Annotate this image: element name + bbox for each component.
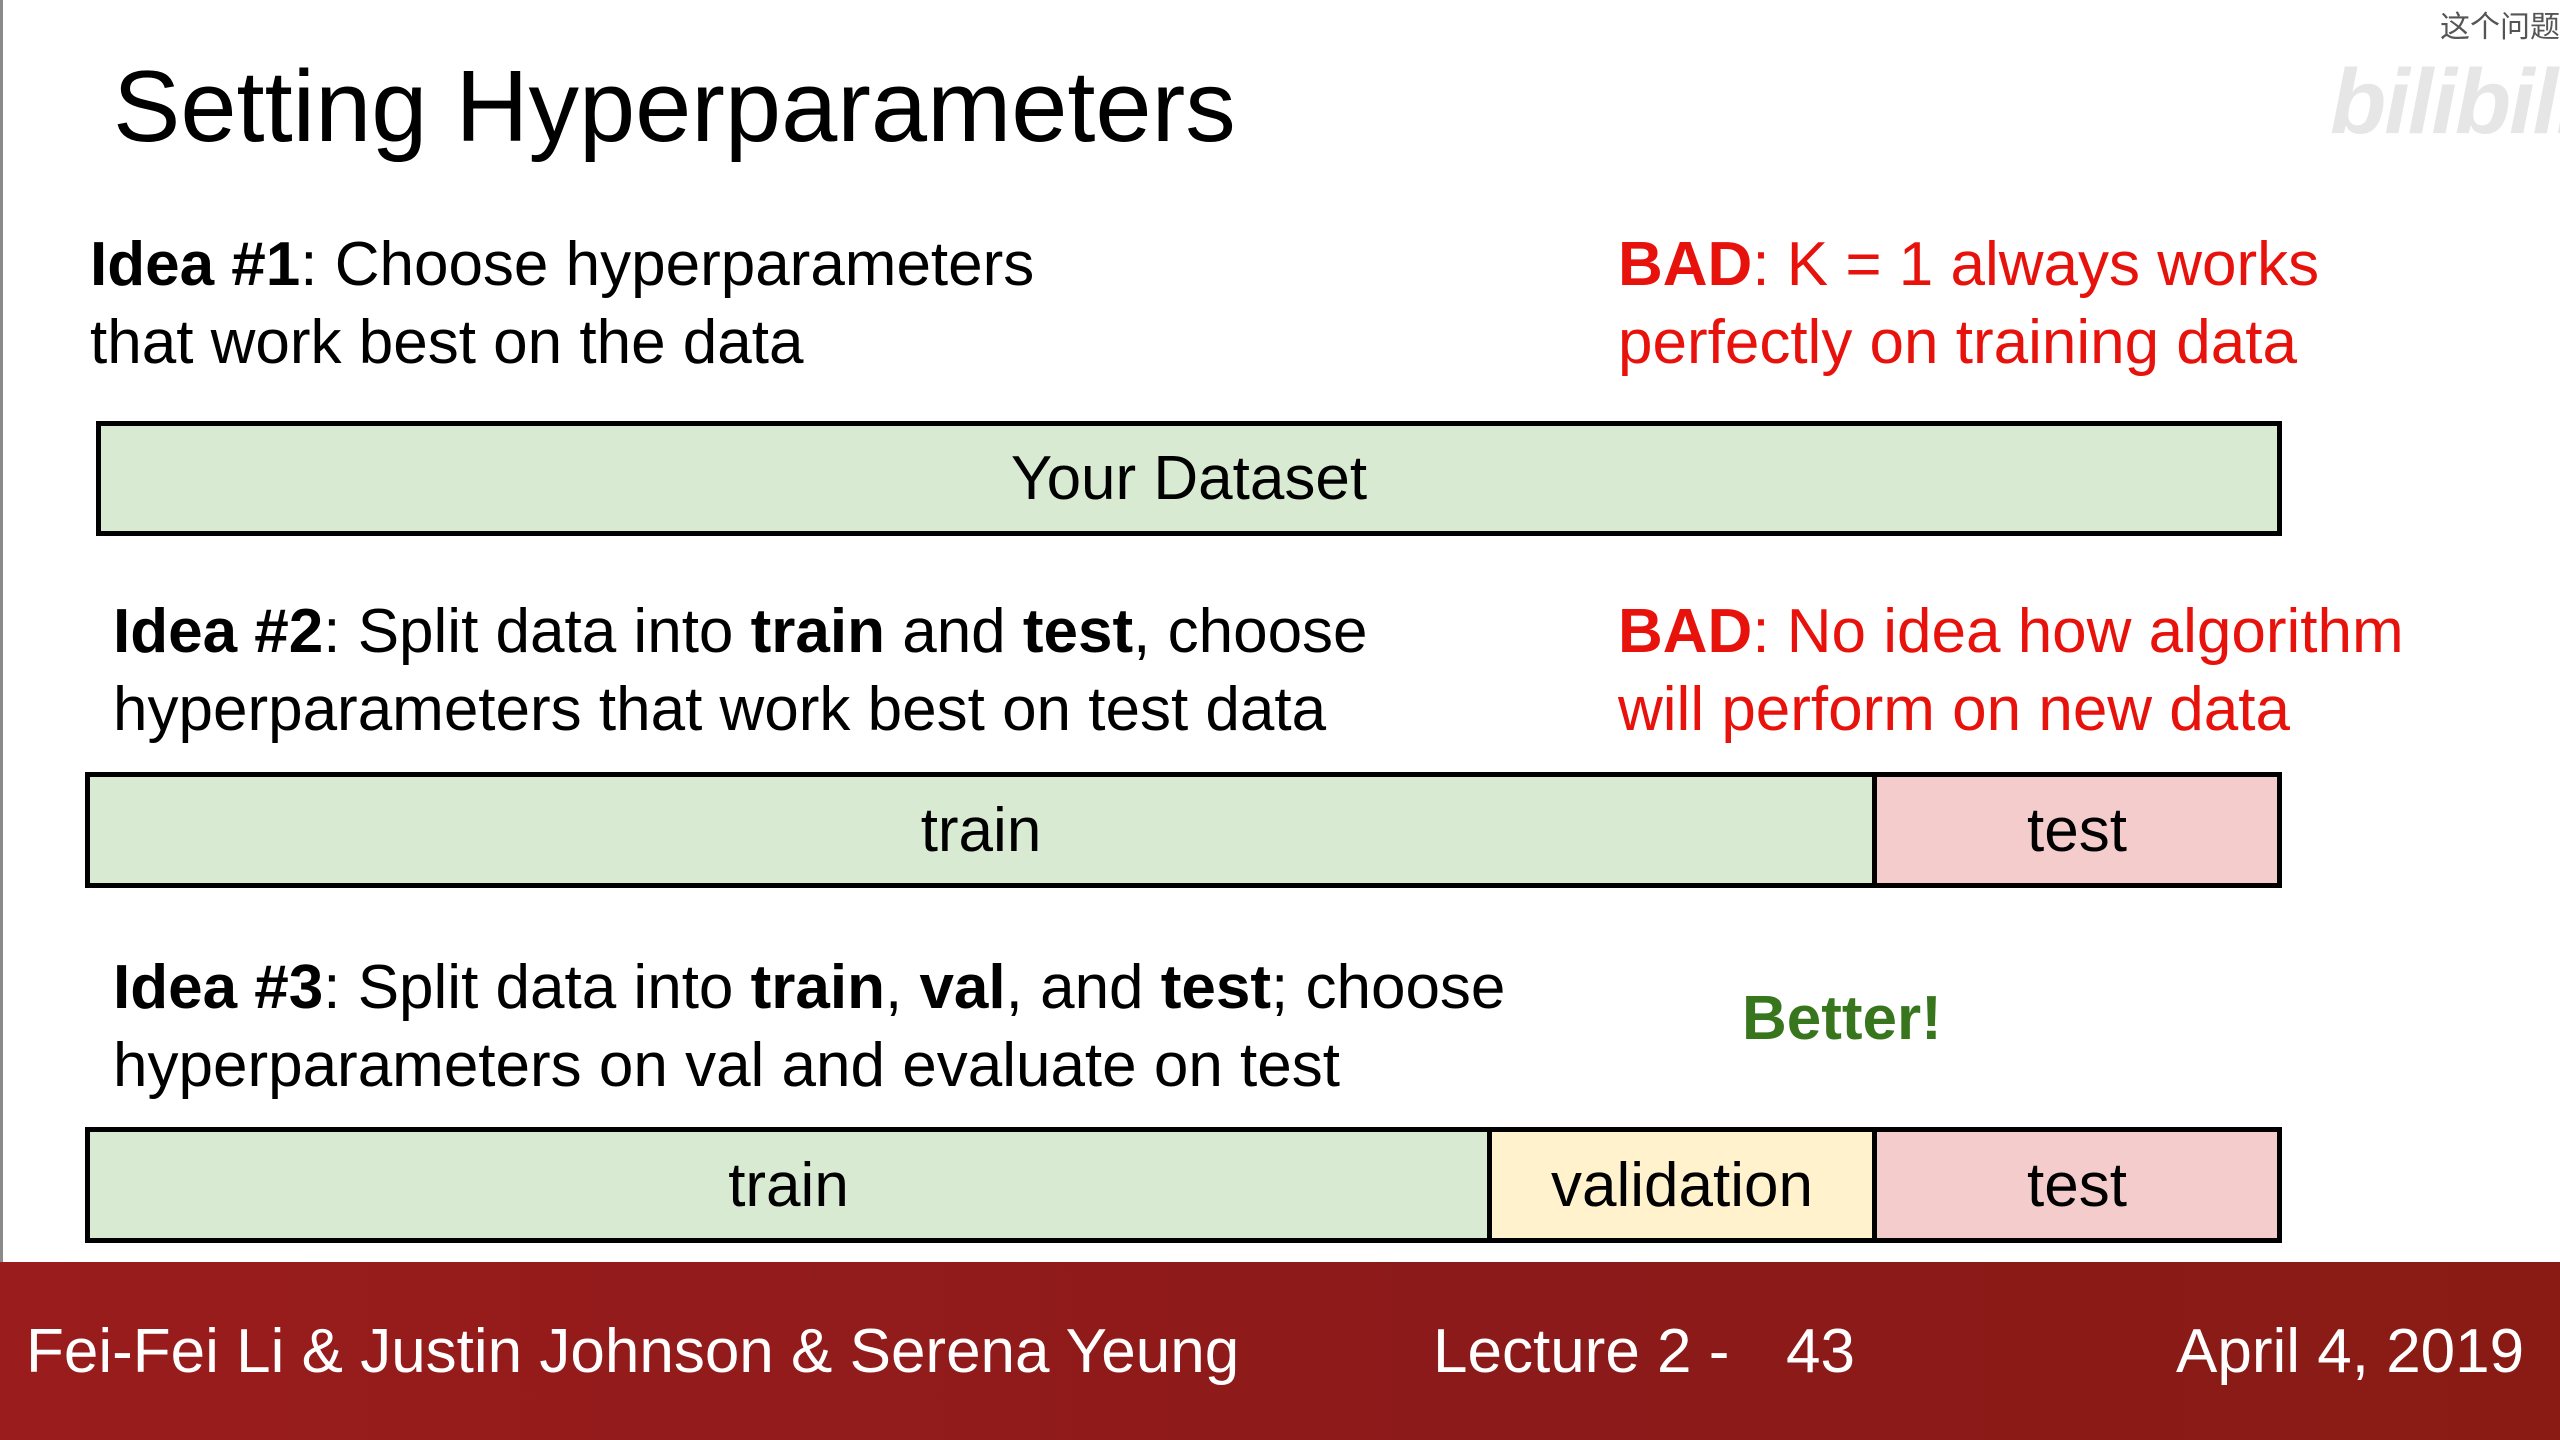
idea2-bad-label: BAD — [1618, 597, 1753, 666]
dataset-bar: Your Dataset — [96, 421, 2282, 536]
idea2-bad-line2: will perform on new data — [1618, 675, 2290, 744]
left-border — [0, 0, 3, 1262]
idea1-bad-line1: BAD: K = 1 always works — [1618, 230, 2320, 299]
slide-title: Setting Hyperparameters — [113, 51, 1236, 163]
train-segment: train — [90, 1132, 1487, 1238]
footer-authors: Fei-Fei Li & Justin Johnson & Serena Yeu… — [26, 1317, 1240, 1386]
idea2-bad-line1: BAD: No idea how algorithm — [1618, 597, 2404, 666]
idea1-bad-note: BAD: K = 1 always works perfectly on tra… — [1618, 226, 2319, 382]
test-segment: test — [1872, 777, 2277, 883]
footer-date: April 4, 2019 — [2176, 1317, 2525, 1386]
idea3-line1: Idea #3: Split data into train, val, and… — [113, 953, 1506, 1022]
idea2-line1: Idea #2: Split data into train and test,… — [113, 597, 1368, 666]
better-note: Better! — [1742, 984, 1942, 1053]
test-segment: test — [1872, 1132, 2277, 1238]
idea3-label: Idea #3 — [113, 953, 324, 1022]
idea2-bad-note: BAD: No idea how algorithm will perform … — [1618, 593, 2404, 749]
idea1-label: Idea #1 — [90, 230, 301, 299]
idea3-text: Idea #3: Split data into train, val, and… — [113, 949, 1505, 1105]
footer-page-number: 43 — [1786, 1317, 1855, 1386]
footer-bar: Fei-Fei Li & Justin Johnson & Serena Yeu… — [0, 1262, 2560, 1440]
train-test-bar: train test — [85, 772, 2282, 888]
idea3-line2: hyperparameters on val and evaluate on t… — [113, 1031, 1340, 1100]
idea2-label: Idea #2 — [113, 597, 324, 666]
idea1-bad-line2: perfectly on training data — [1618, 308, 2297, 377]
dataset-segment: Your Dataset — [101, 426, 2277, 531]
idea1-line1: Idea #1: Choose hyperparameters — [90, 230, 1035, 299]
footer-lecture: Lecture 2 - — [1433, 1317, 1730, 1386]
idea1-line2: that work best on the data — [90, 308, 804, 377]
train-segment: train — [90, 777, 1872, 883]
corner-caption: 这个问题 — [2440, 10, 2560, 45]
train-val-test-bar: train validation test — [85, 1127, 2282, 1243]
idea2-line2: hyperparameters that work best on test d… — [113, 675, 1327, 744]
idea2-text: Idea #2: Split data into train and test,… — [113, 593, 1368, 749]
bilibili-watermark: bilibili — [2330, 51, 2560, 153]
idea1-bad-label: BAD — [1618, 230, 1753, 299]
idea1-text: Idea #1: Choose hyperparameters that wor… — [90, 226, 1034, 382]
validation-segment: validation — [1487, 1132, 1872, 1238]
